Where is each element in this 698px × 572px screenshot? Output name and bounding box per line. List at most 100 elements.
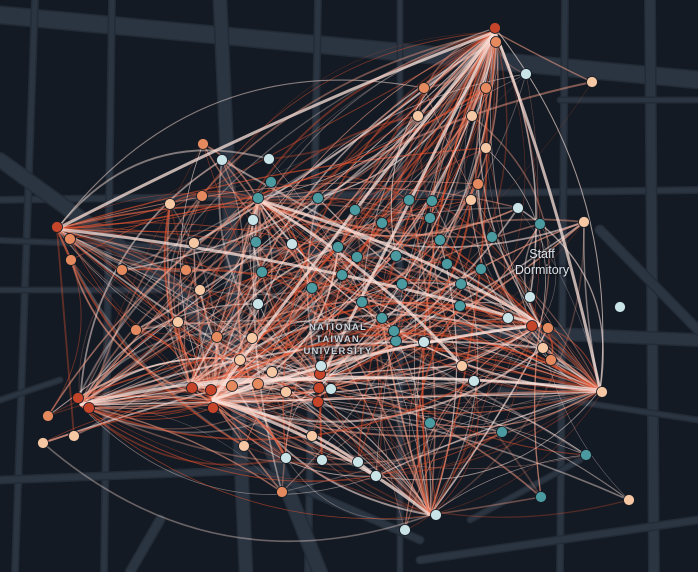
station-node[interactable] (246, 332, 258, 344)
station-node[interactable] (312, 192, 324, 204)
station-node[interactable] (83, 402, 95, 414)
station-nodes[interactable] (37, 22, 635, 536)
station-node[interactable] (65, 254, 77, 266)
station-node[interactable] (403, 194, 415, 206)
station-node[interactable] (465, 194, 477, 206)
station-node[interactable] (186, 382, 198, 394)
station-node[interactable] (502, 312, 514, 324)
station-node[interactable] (434, 234, 446, 246)
station-node[interactable] (512, 202, 524, 214)
station-node[interactable] (524, 291, 536, 303)
station-node[interactable] (376, 312, 388, 324)
station-node[interactable] (520, 68, 532, 80)
station-node[interactable] (265, 176, 277, 188)
station-node[interactable] (130, 324, 142, 336)
station-node[interactable] (370, 470, 382, 482)
station-node[interactable] (535, 491, 547, 503)
station-node[interactable] (468, 375, 480, 387)
station-node[interactable] (234, 354, 246, 366)
station-node[interactable] (252, 298, 264, 310)
station-node[interactable] (455, 278, 467, 290)
station-node[interactable] (430, 509, 442, 521)
station-node[interactable] (197, 138, 209, 150)
station-node[interactable] (306, 430, 318, 442)
station-node[interactable] (64, 233, 76, 245)
station-node[interactable] (396, 278, 408, 290)
station-node[interactable] (586, 76, 598, 88)
station-node[interactable] (256, 266, 268, 278)
station-node[interactable] (454, 300, 466, 312)
station-node[interactable] (412, 110, 424, 122)
station-node[interactable] (188, 237, 200, 249)
station-node[interactable] (164, 198, 176, 210)
station-node[interactable] (390, 335, 402, 347)
station-node[interactable] (332, 241, 344, 253)
station-node[interactable] (456, 360, 468, 372)
station-node[interactable] (496, 426, 508, 438)
station-node[interactable] (116, 264, 128, 276)
station-node[interactable] (578, 216, 590, 228)
station-node[interactable] (226, 380, 238, 392)
station-node[interactable] (580, 449, 592, 461)
station-node[interactable] (313, 382, 325, 394)
station-node[interactable] (542, 322, 554, 334)
station-node[interactable] (276, 486, 288, 498)
station-node[interactable] (286, 238, 298, 250)
station-node[interactable] (426, 195, 438, 207)
station-node[interactable] (194, 284, 206, 296)
station-node[interactable] (196, 190, 208, 202)
station-node[interactable] (250, 236, 262, 248)
station-node[interactable] (247, 214, 259, 226)
station-node[interactable] (266, 366, 278, 378)
station-node[interactable] (263, 153, 275, 165)
station-node[interactable] (490, 36, 502, 48)
station-node[interactable] (280, 386, 292, 398)
station-node[interactable] (596, 386, 608, 398)
station-node[interactable] (325, 383, 337, 395)
station-node[interactable] (252, 192, 264, 204)
station-node[interactable] (424, 212, 436, 224)
station-node[interactable] (68, 430, 80, 442)
station-node[interactable] (480, 82, 492, 94)
station-node[interactable] (623, 494, 635, 506)
station-node[interactable] (37, 437, 49, 449)
station-node[interactable] (51, 221, 63, 233)
station-node[interactable] (466, 110, 478, 122)
station-node[interactable] (352, 456, 364, 468)
station-node[interactable] (280, 452, 292, 464)
station-node[interactable] (489, 22, 501, 34)
station-node[interactable] (472, 178, 484, 190)
station-node[interactable] (486, 231, 498, 243)
station-node[interactable] (180, 264, 192, 276)
station-node[interactable] (475, 263, 487, 275)
station-node[interactable] (336, 269, 348, 281)
station-node[interactable] (351, 251, 363, 263)
station-node[interactable] (441, 258, 453, 270)
station-node[interactable] (315, 360, 327, 372)
station-node[interactable] (376, 217, 388, 229)
station-node[interactable] (207, 402, 219, 414)
station-node[interactable] (545, 354, 557, 366)
station-node[interactable] (399, 524, 411, 536)
station-node[interactable] (537, 342, 549, 354)
station-node[interactable] (390, 250, 402, 262)
station-node[interactable] (349, 204, 361, 216)
station-node[interactable] (42, 410, 54, 422)
station-node[interactable] (480, 142, 492, 154)
station-node[interactable] (526, 320, 538, 332)
station-node[interactable] (418, 336, 430, 348)
station-node[interactable] (316, 454, 328, 466)
station-node[interactable] (205, 384, 217, 396)
station-node[interactable] (238, 440, 250, 452)
station-node[interactable] (252, 378, 264, 390)
station-node[interactable] (614, 301, 626, 313)
station-node[interactable] (172, 316, 184, 328)
station-node[interactable] (424, 417, 436, 429)
station-node[interactable] (418, 82, 430, 94)
station-node[interactable] (356, 296, 368, 308)
station-node[interactable] (534, 218, 546, 230)
station-node[interactable] (306, 282, 318, 294)
station-node[interactable] (388, 325, 400, 337)
